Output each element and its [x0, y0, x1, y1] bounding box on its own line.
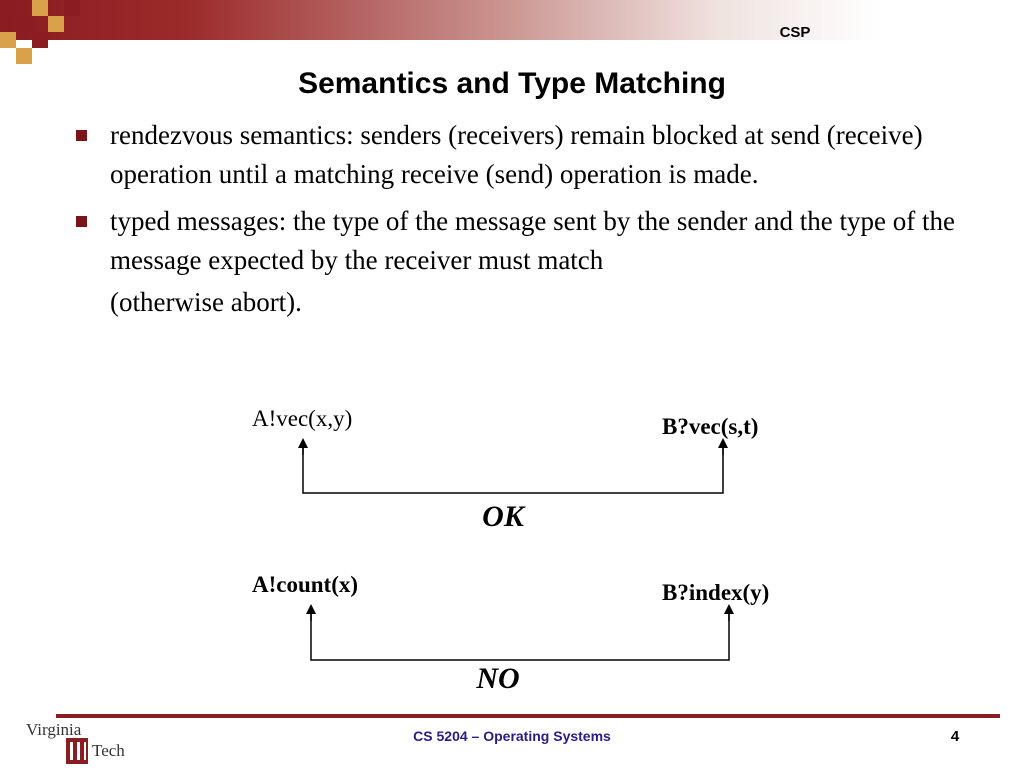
verdict-ok: OK [482, 500, 524, 533]
bullet-list: rendezvous semantics: senders (receivers… [72, 116, 992, 332]
sender-label: A!count(x) [252, 572, 359, 597]
receiver-label: B?vec(s,t) [662, 414, 759, 439]
logo-word-virginia: Virginia [26, 720, 82, 739]
sender-label: A!vec(x,y) [252, 406, 353, 431]
section-label: CSP [779, 24, 811, 41]
virginia-tech-logo: Virginia Tech [26, 720, 125, 764]
footer-course: CS 5204 – Operating Systems [413, 728, 611, 744]
slide-title: Semantics and Type Matching [298, 67, 726, 100]
verdict-no: NO [476, 662, 520, 695]
bullet-text: typed messages: the type of the message … [110, 206, 956, 275]
page-number: 4 [950, 728, 960, 745]
connector-no [310, 614, 730, 661]
receiver-label: B?index(y) [662, 580, 770, 605]
square-bullet-icon [76, 216, 87, 227]
logo-word-tech: Tech [92, 741, 125, 760]
square-bullet-icon [76, 130, 87, 141]
connector-ok [302, 447, 724, 494]
bullet-text: rendezvous semantics: senders (receivers… [110, 120, 923, 189]
bullet-item-typed-messages: typed messages: the type of the message … [72, 202, 992, 324]
bullet-item-rendezvous: rendezvous semantics: senders (receivers… [72, 116, 992, 194]
decorative-squares [0, 0, 90, 64]
bullet-continuation: (otherwise abort). [110, 287, 302, 317]
header-band [0, 0, 1024, 40]
footer-rule [56, 714, 1000, 718]
